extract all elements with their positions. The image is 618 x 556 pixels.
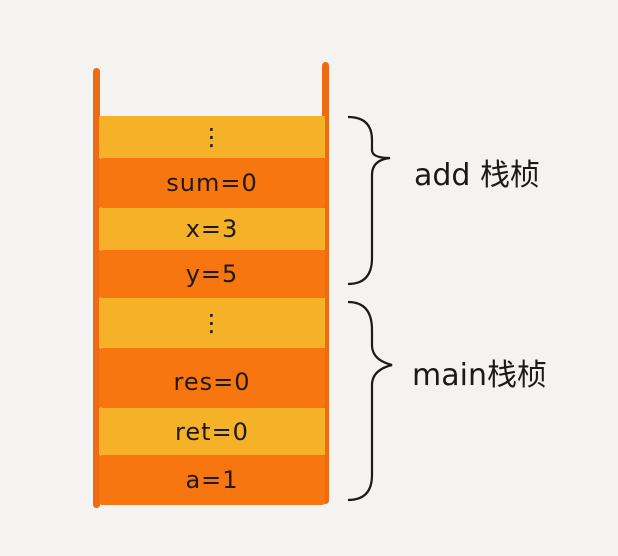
cell-text: y=5 [185,260,239,288]
stack-cell: ret=0 [99,408,325,455]
stack-cell: sum=0 [99,158,325,208]
stack-cell: y=5 [99,250,325,298]
cell-text: res=0 [173,368,251,396]
cell-text: ⋮ [199,309,225,337]
stack-cell: x=3 [99,208,325,250]
cell-text: sum=0 [166,169,258,197]
cell-text: a=1 [185,466,239,494]
cell-text: ⋮ [199,123,225,151]
main-frame-label: main栈桢 [412,358,547,393]
stack-left-wall [93,68,100,508]
stack-right-wall [322,62,329,504]
cell-text: ret=0 [175,417,249,446]
cell-text: x=3 [185,215,239,243]
stack-cell: res=0 [99,348,325,408]
stack-cell: ⋮ [99,298,325,348]
add-frame-label: add 栈桢 [414,158,541,193]
main-frame-brace [347,300,393,502]
add-frame-brace [347,115,391,286]
stack-cell: a=1 [99,455,325,505]
stack-cell: ⋮ [99,116,325,158]
